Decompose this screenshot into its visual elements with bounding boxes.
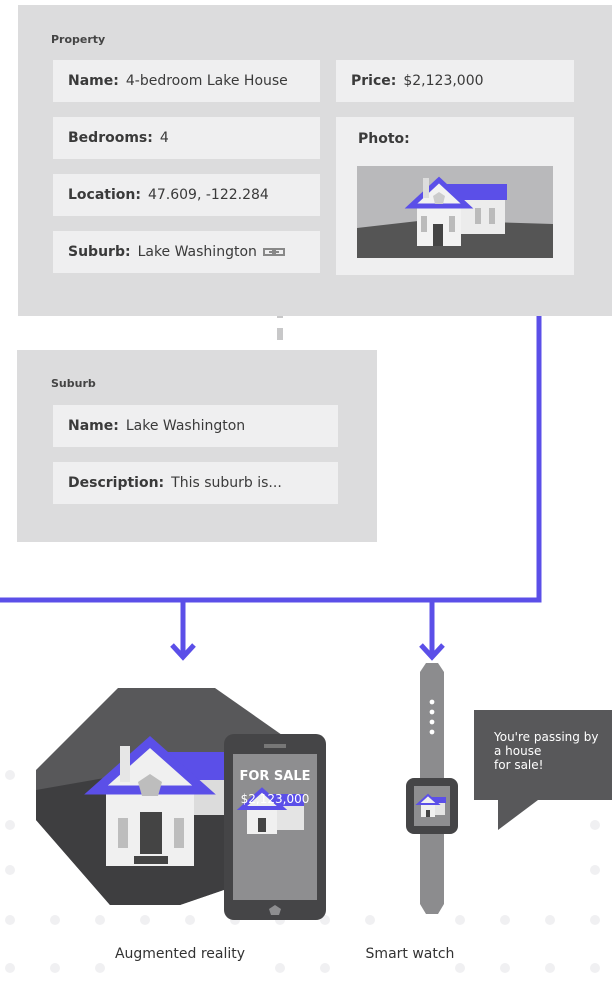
watch-strap-bottom xyxy=(420,830,444,914)
suburb-description-field: Description: This suburb is... xyxy=(53,462,338,504)
property-photo-field: Photo: xyxy=(336,117,574,275)
flow-line xyxy=(0,316,542,603)
field-label: Price: xyxy=(351,73,397,89)
phone-house-door xyxy=(258,818,266,832)
dot-pattern xyxy=(5,770,600,973)
house-photo xyxy=(357,166,553,258)
field-label: Description: xyxy=(68,475,165,491)
property-price-field: Price: $2,123,000 xyxy=(336,60,574,102)
suburb-name-field: Name: Lake Washington xyxy=(53,405,338,447)
field-value: 4-bedroom Lake House xyxy=(125,73,288,89)
arrow-head-watch xyxy=(419,643,445,661)
property-suburb-field: Suburb: Lake Washington xyxy=(53,231,320,273)
phone-speaker xyxy=(264,744,286,748)
phone-home-button xyxy=(269,905,281,915)
property-bedrooms-field: Bedrooms: 4 xyxy=(53,117,320,159)
suburb-panel-title: Suburb xyxy=(51,377,96,390)
field-label: Bedrooms: xyxy=(68,130,153,146)
ar-price-label: $2,123,000 xyxy=(240,792,310,806)
field-value: 4 xyxy=(159,130,169,146)
field-value: $2,123,000 xyxy=(403,73,484,89)
link-icon xyxy=(262,248,285,256)
ar-house-chimney xyxy=(120,746,130,782)
watch-house-door xyxy=(426,810,430,817)
watch-house-annex xyxy=(433,803,445,815)
speech-bubble xyxy=(474,710,612,830)
property-name-field: Name: 4-bedroom Lake House xyxy=(53,60,320,102)
field-label: Suburb: xyxy=(68,244,131,260)
field-label: Photo: xyxy=(358,131,410,147)
field-value: Lake Washington xyxy=(137,244,257,260)
watch-notification-text: You're passing by a house for sale! xyxy=(494,730,599,772)
ar-house-steps xyxy=(134,856,168,864)
phone-house-gable xyxy=(236,787,288,810)
watch-caption: Smart watch xyxy=(365,946,455,962)
ar-house-door xyxy=(140,812,162,854)
field-value: This suburb is... xyxy=(171,475,282,491)
field-label: Location: xyxy=(68,187,141,203)
arrow-head-ar xyxy=(170,643,196,661)
field-value: 47.609, -122.284 xyxy=(147,187,269,203)
property-location-field: Location: 47.609, -122.284 xyxy=(53,174,320,216)
property-panel-title: Property xyxy=(51,33,106,46)
ar-house-window-l xyxy=(118,818,128,848)
field-label: Name: xyxy=(68,73,119,89)
watch-house-gable xyxy=(415,793,441,805)
ar-caption: Augmented reality xyxy=(114,946,246,962)
ar-for-sale-badge: FOR SALE xyxy=(239,769,311,784)
ar-house-window-r xyxy=(174,818,184,848)
ar-house-emblem xyxy=(138,774,162,796)
field-value: Lake Washington xyxy=(125,418,246,434)
field-label: Name: xyxy=(68,418,119,434)
